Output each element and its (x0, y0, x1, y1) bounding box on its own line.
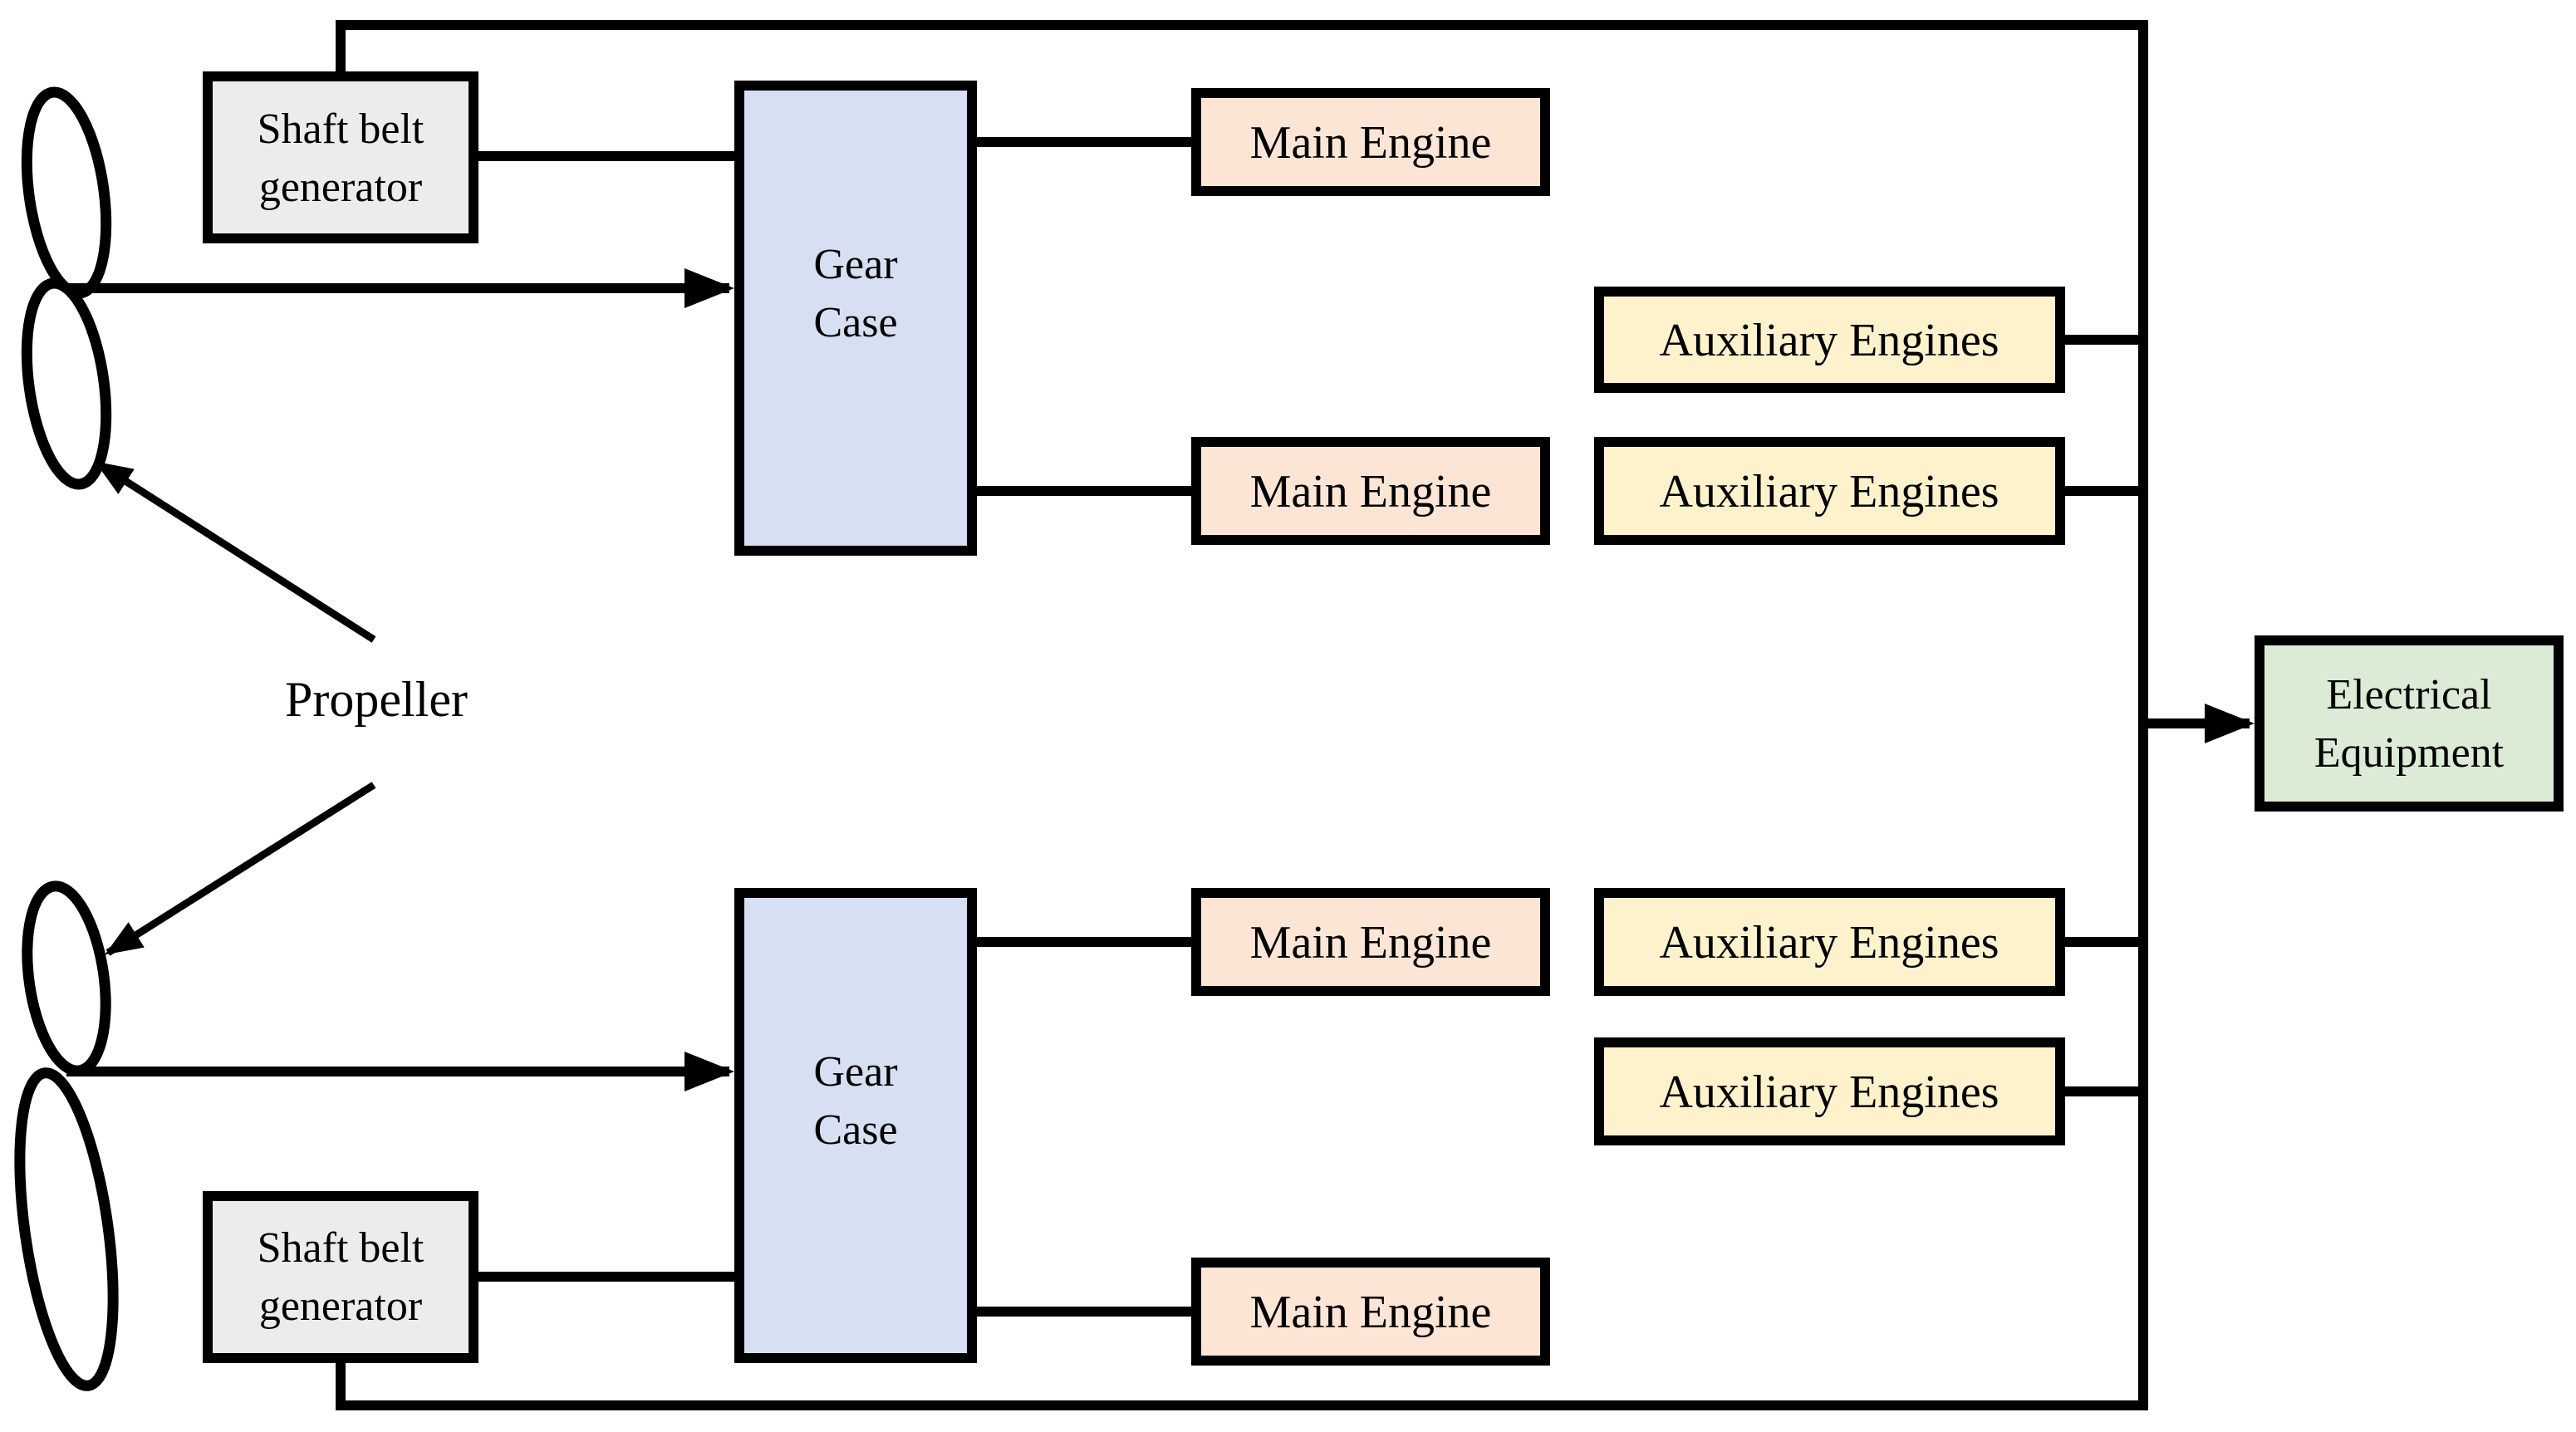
gear-case-top-box (734, 81, 977, 556)
gear-case-top-label-line2: Case (813, 299, 897, 346)
propeller-bottom-symbol (14, 880, 119, 1391)
node-auxiliary-engines-3: Auxiliary Engines (1594, 888, 2065, 996)
propeller-top-symbol (21, 86, 112, 490)
node-shaft-belt-generator-top: Shaft belt generator (203, 71, 478, 243)
shaft-belt-generator-top-label-line2: generator (259, 164, 422, 211)
auxiliary-engines-2-label: Auxiliary Engines (1659, 466, 1999, 517)
shaft-belt-generator-top-box (203, 71, 478, 243)
main-engine-3-box (1191, 888, 1550, 996)
auxiliary-engines-2-box (1594, 437, 2065, 545)
node-shaft-belt-generator-bottom: Shaft belt generator (203, 1191, 478, 1363)
propeller-label-arrow-bottom (105, 782, 376, 956)
electrical-equipment-label-line1: Electrical (2326, 671, 2491, 718)
auxiliary-engines-3-label: Auxiliary Engines (1659, 917, 1999, 969)
auxiliary-engines-1-label: Auxiliary Engines (1659, 315, 1999, 366)
propeller-bottom-upper-loop (22, 880, 111, 1076)
gear-case-bottom-label-line2: Case (813, 1106, 897, 1154)
electrical-equipment-label-line2: Equipment (2314, 729, 2505, 777)
node-auxiliary-engines-1: Auxiliary Engines (1594, 287, 2065, 393)
propeller-top-lower-loop (21, 277, 112, 490)
main-engine-4-label: Main Engine (1250, 1287, 1492, 1338)
gear-case-bottom-box (734, 888, 977, 1363)
auxiliary-engines-3-box (1594, 888, 2065, 996)
main-engine-4-box (1191, 1258, 1550, 1366)
gear-case-bottom-label-line1: Gear (813, 1048, 897, 1096)
propeller-label: Propeller (285, 672, 468, 727)
node-gear-case-bottom: Gear Case (734, 888, 977, 1363)
gear-case-top-label-line1: Gear (813, 241, 897, 288)
main-engine-2-box (1191, 437, 1550, 545)
node-main-engine-4: Main Engine (1191, 1258, 1550, 1366)
main-engine-2-label: Main Engine (1250, 466, 1492, 517)
propeller-top-upper-loop (21, 86, 112, 299)
electrical-equipment-box (2255, 635, 2564, 812)
node-main-engine-3: Main Engine (1191, 888, 1550, 996)
propeller-bottom-lower-loop (14, 1067, 119, 1391)
main-engine-1-box (1191, 88, 1550, 196)
shaft-belt-generator-top-label-line1: Shaft belt (258, 105, 424, 153)
propeller-label-arrow-top (95, 460, 376, 643)
node-auxiliary-engines-4: Auxiliary Engines (1594, 1037, 2065, 1145)
main-engine-1-label: Main Engine (1250, 117, 1492, 169)
shaft-belt-generator-bottom-label-line1: Shaft belt (258, 1224, 424, 1272)
node-main-engine-1: Main Engine (1191, 88, 1550, 196)
node-main-engine-2: Main Engine (1191, 437, 1550, 545)
node-electrical-equipment: Electrical Equipment (2255, 635, 2564, 812)
node-gear-case-top: Gear Case (734, 81, 977, 556)
auxiliary-engines-4-box (1594, 1037, 2065, 1145)
auxiliary-engines-1-box (1594, 287, 2065, 393)
node-auxiliary-engines-2: Auxiliary Engines (1594, 437, 2065, 545)
shaft-belt-generator-bottom-label-line2: generator (259, 1282, 422, 1330)
power-bus-line (336, 20, 2148, 1410)
shaft-belt-generator-bottom-box (203, 1191, 478, 1363)
main-engine-3-label: Main Engine (1250, 917, 1492, 969)
auxiliary-engines-4-label: Auxiliary Engines (1659, 1067, 1999, 1118)
